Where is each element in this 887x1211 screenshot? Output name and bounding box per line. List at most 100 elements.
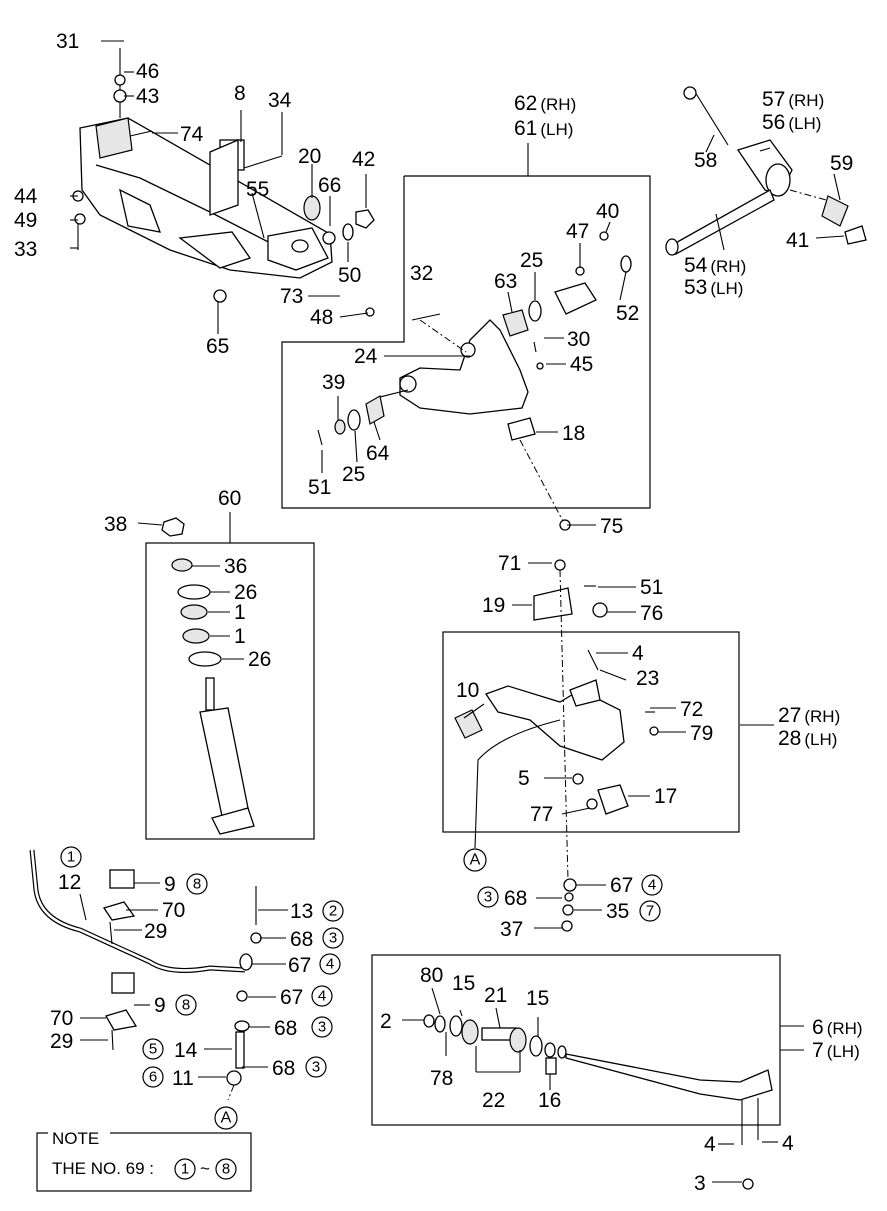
svg-text:4: 4: [318, 988, 326, 1005]
ref-a-lower: A: [463, 848, 487, 872]
label-14: 14: [174, 1039, 198, 1062]
circled-markers: 1 8 2 3 4 8 4 3 5 6 3 3 4 7 A A: [60, 846, 663, 1130]
label-60: 60: [218, 487, 241, 510]
label-26b: 26: [248, 648, 271, 671]
label-15b: 15: [526, 987, 549, 1010]
label-4b: 4: [704, 1133, 716, 1156]
label-4c: 4: [782, 1132, 794, 1155]
label-15a: 15: [452, 972, 475, 995]
label-32: 32: [410, 262, 433, 285]
label-4a: 4: [632, 642, 644, 665]
label-9a: 9: [164, 873, 176, 896]
leader-lines: [70, 40, 845, 1183]
label-68c: 68: [274, 1017, 297, 1040]
label-68d: 68: [272, 1057, 295, 1080]
label-73: 73: [280, 285, 303, 308]
label-74: 74: [180, 123, 204, 146]
svg-text:4: 4: [326, 956, 334, 973]
label-6-rh: (RH): [827, 1019, 863, 1038]
label-55: 55: [246, 178, 269, 201]
label-62-num: 62: [514, 92, 537, 115]
label-9b: 9: [154, 994, 166, 1017]
svg-text:8: 8: [193, 876, 201, 893]
note-tilde: ~: [200, 1159, 210, 1178]
note-box: [36, 1132, 252, 1192]
label-68a: 68: [504, 887, 527, 910]
label-29b: 29: [50, 1030, 73, 1053]
label-67a: 67: [610, 874, 633, 897]
svg-text:1: 1: [67, 849, 75, 866]
label-75: 75: [600, 515, 623, 538]
label-57-num: 57: [762, 88, 785, 111]
circled-6: 6: [142, 1066, 164, 1088]
upper-arm-box: [281, 175, 651, 509]
label-36: 36: [224, 555, 247, 578]
note-title: NOTE: [52, 1129, 99, 1148]
label-79: 79: [690, 722, 713, 745]
label-30: 30: [567, 328, 590, 351]
svg-text:5: 5: [149, 1041, 157, 1058]
label-61-lh: (LH): [540, 120, 573, 139]
tension-rod-drawing: [665, 86, 867, 256]
label-17: 17: [654, 785, 677, 808]
svg-text:A: A: [221, 1110, 232, 1127]
label-43: 43: [136, 85, 159, 108]
label-57-rh: (RH): [788, 91, 824, 110]
label-62: 62(RH): [514, 92, 576, 115]
label-22: 22: [482, 1089, 505, 1112]
label-78: 78: [430, 1067, 453, 1090]
label-80: 80: [420, 964, 443, 987]
label-77: 77: [530, 803, 553, 826]
label-1b: 1: [234, 625, 246, 648]
label-29a: 29: [144, 920, 167, 943]
note-from-circle: [174, 1158, 196, 1180]
label-61: 61(LH): [514, 117, 573, 140]
circled-4-c: 4: [641, 874, 663, 896]
svg-text:3: 3: [484, 889, 492, 906]
strut-rod-box: [371, 954, 781, 1126]
note-from: 1: [181, 1161, 189, 1178]
label-53-lh: (LH): [710, 279, 743, 298]
label-54-rh: (RH): [710, 257, 746, 276]
note-to-circle: [215, 1158, 237, 1180]
circled-4-a: 4: [319, 953, 341, 975]
label-10: 10: [456, 679, 479, 702]
label-44: 44: [14, 185, 38, 208]
label-2: 2: [380, 1010, 392, 1033]
label-70b: 70: [50, 1007, 73, 1030]
label-23: 23: [636, 667, 659, 690]
label-27-num: 27: [778, 704, 801, 727]
label-53: 53(LH): [684, 276, 743, 299]
label-48: 48: [310, 306, 333, 329]
label-19: 19: [482, 594, 505, 617]
label-64: 64: [366, 442, 390, 465]
label-49: 49: [14, 209, 37, 232]
label-11: 11: [172, 1067, 194, 1090]
circled-7: 7: [639, 900, 661, 922]
svg-text:3: 3: [318, 1019, 326, 1036]
label-42: 42: [352, 148, 375, 171]
label-40: 40: [596, 200, 619, 223]
label-59: 59: [830, 152, 853, 175]
label-16: 16: [538, 1089, 561, 1112]
label-76: 76: [640, 602, 663, 625]
label-35: 35: [606, 900, 629, 923]
label-12: 12: [58, 871, 81, 894]
label-56: 56(LH): [762, 111, 821, 134]
shock-absorber-drawing: [161, 517, 255, 835]
label-7: 7(LH): [812, 1039, 860, 1062]
label-27-rh: (RH): [804, 707, 840, 726]
label-56-num: 56: [762, 111, 785, 134]
label-67c: 67: [280, 986, 303, 1009]
label-39: 39: [322, 371, 345, 394]
label-37: 37: [500, 918, 523, 941]
svg-text:4: 4: [648, 877, 656, 894]
label-63: 63: [494, 270, 517, 293]
label-45: 45: [570, 353, 593, 376]
circled-3-c: 3: [305, 1056, 327, 1078]
note-text: THE NO. 69 :: [52, 1159, 154, 1178]
label-46: 46: [136, 60, 159, 83]
svg-text:3: 3: [329, 930, 337, 947]
label-33: 33: [14, 238, 37, 261]
label-5: 5: [518, 767, 530, 790]
